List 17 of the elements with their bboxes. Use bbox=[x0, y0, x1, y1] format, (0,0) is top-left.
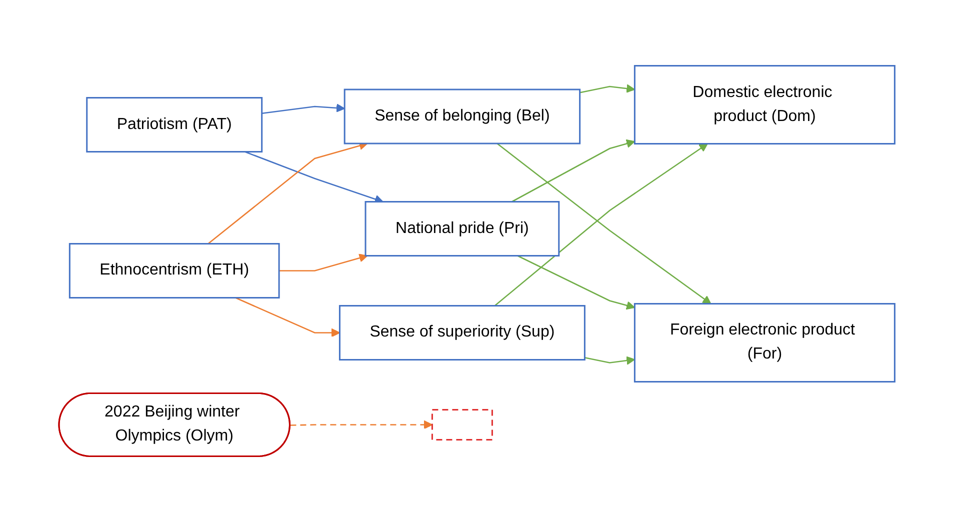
node-box: Foreign electronic product (For) bbox=[634, 303, 896, 382]
node-box: Patriotism (PAT) bbox=[86, 97, 263, 152]
arrow bbox=[235, 297, 340, 338]
arrow bbox=[262, 104, 346, 114]
arrow bbox=[580, 84, 636, 94]
node-box bbox=[432, 409, 494, 440]
arrow bbox=[512, 139, 636, 202]
arrow bbox=[584, 356, 636, 365]
node-box: Domestic electronic product (Dom) bbox=[634, 65, 896, 144]
node-box: Ethnocentrism (ETH) bbox=[69, 243, 280, 298]
node-box: National pride (Pri) bbox=[364, 201, 560, 256]
node-box: Sense of belonging (Bel) bbox=[344, 88, 581, 144]
arrow bbox=[517, 255, 636, 310]
arrow bbox=[290, 420, 433, 430]
node-box: Sense of superiority (Sup) bbox=[339, 305, 586, 360]
arrow bbox=[244, 151, 384, 204]
arrow bbox=[279, 254, 368, 272]
